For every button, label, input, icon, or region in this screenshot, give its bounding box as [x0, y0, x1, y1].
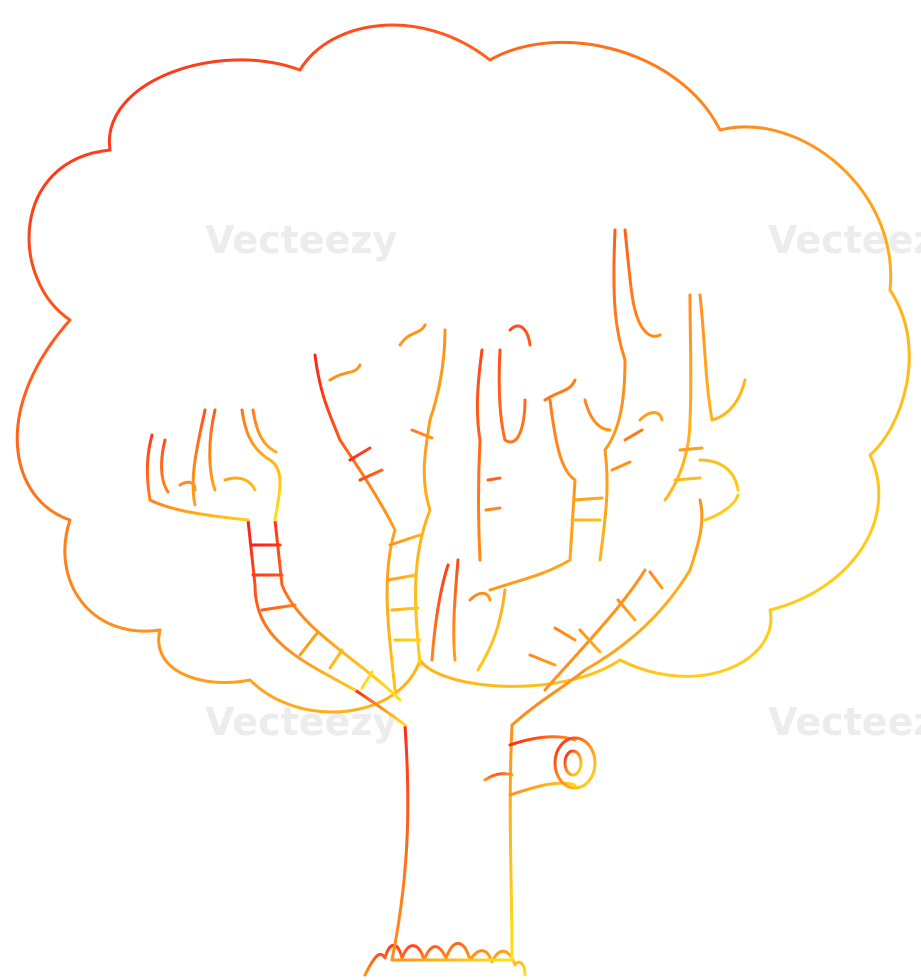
- right-limb: [543, 498, 704, 692]
- left-limb: [246, 518, 402, 702]
- center-small-twigs: [430, 558, 507, 672]
- left-twig-cluster: [145, 408, 282, 522]
- watermark-text: Vecteezy: [768, 700, 921, 744]
- grass-tuft: [363, 942, 527, 977]
- center-limb: [313, 328, 447, 692]
- tree-trunk: [390, 723, 514, 962]
- watermark-text: Vecteezy: [205, 218, 398, 262]
- watermark-text: Vecteezy: [768, 218, 921, 262]
- right-twig-cluster: [475, 228, 747, 592]
- foliage-cloud-outline: [15, 23, 911, 714]
